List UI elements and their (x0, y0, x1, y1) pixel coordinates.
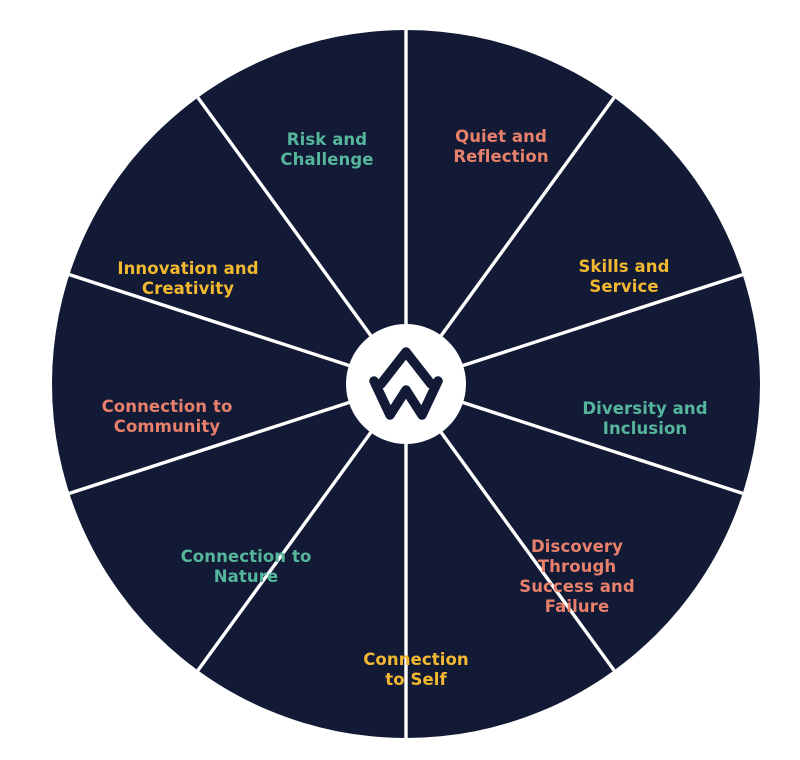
logo-w-icon (369, 376, 443, 420)
wheel-center-hub[interactable] (346, 324, 466, 444)
wheel-body (52, 30, 760, 738)
aw-monogram-logo (369, 347, 443, 420)
logo-chevron-icon (376, 347, 436, 389)
